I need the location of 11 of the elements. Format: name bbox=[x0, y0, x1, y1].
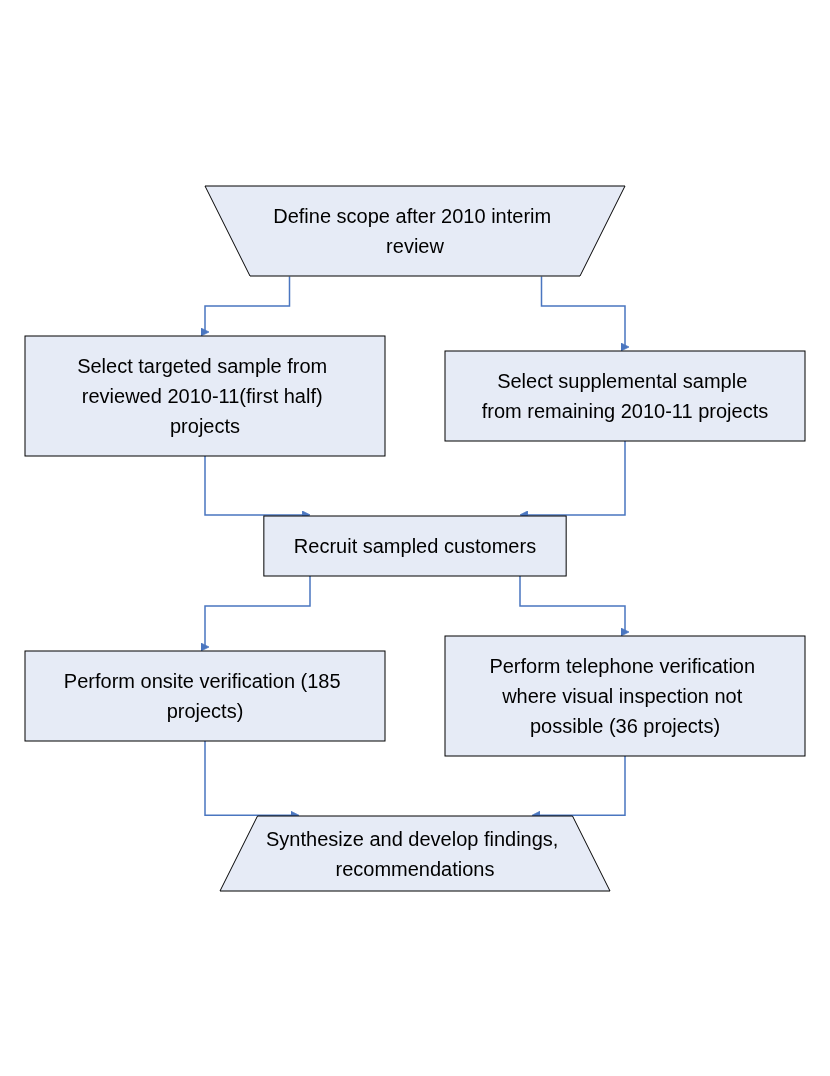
node-box: Select targeted sample from reviewed 2010-11(first half) projects bbox=[24, 335, 386, 456]
arrow bbox=[204, 454, 311, 519]
arrow bbox=[519, 439, 626, 519]
arrow bbox=[519, 574, 630, 636]
node-box: Recruit sampled customers bbox=[263, 515, 567, 576]
node-box: Perform telephone verification where visual inspection not possible (36 projects) bbox=[444, 635, 806, 756]
arrow bbox=[540, 275, 630, 351]
node-box: Perform onsite verification (185 projects) bbox=[24, 650, 386, 741]
arrow bbox=[200, 275, 291, 336]
arrow bbox=[200, 574, 311, 651]
node-box: Select supplemental sample from remaining 2010-11 projects bbox=[444, 350, 806, 441]
